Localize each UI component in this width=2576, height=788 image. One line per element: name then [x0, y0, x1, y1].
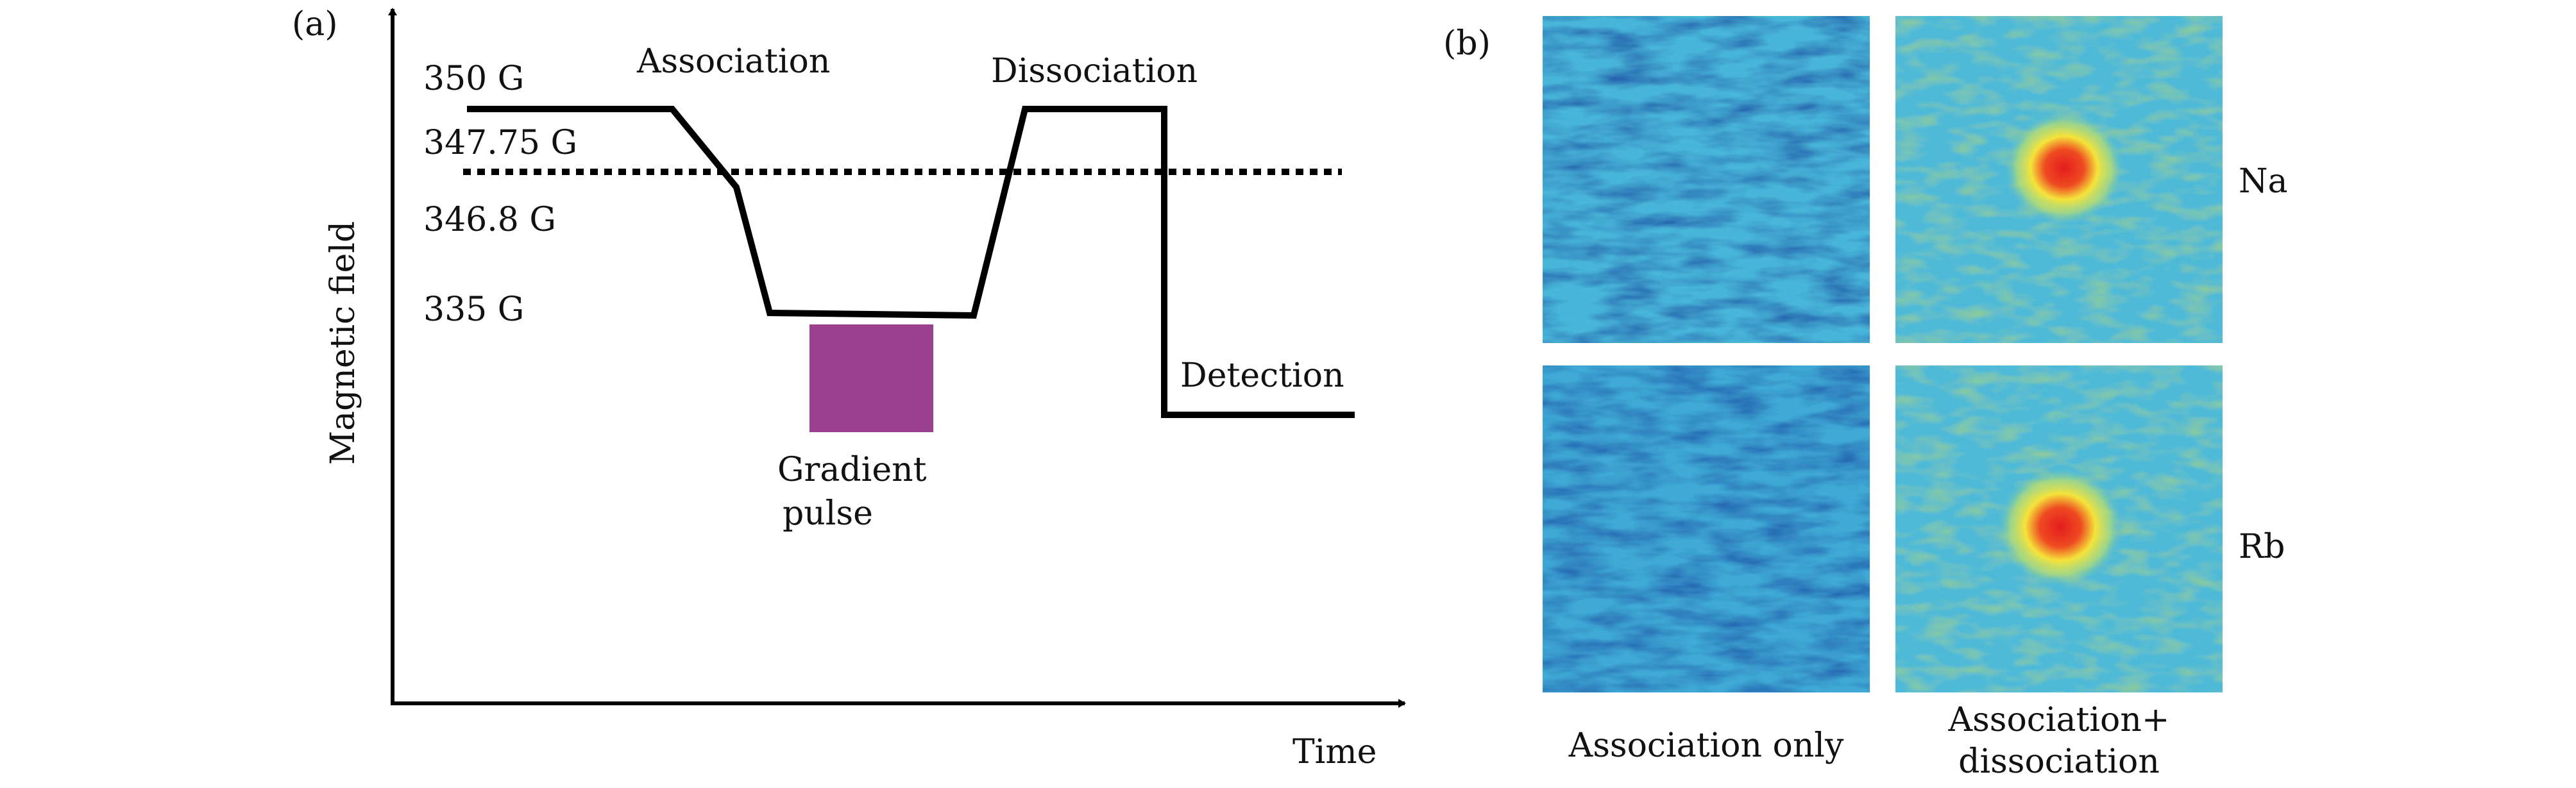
x-axis-label: Time — [1292, 733, 1377, 771]
column-label-association-dissociation-line1: Association+ — [1948, 701, 2170, 739]
y-axis-label: Magnetic field — [324, 221, 362, 465]
gradient-pulse-block — [809, 324, 933, 432]
image-rb-association-only — [1543, 365, 1870, 692]
row-label-rb: Rb — [2239, 528, 2285, 566]
panel-a-tag: (a) — [292, 5, 338, 44]
row-label-na: Na — [2239, 162, 2288, 201]
gradient-pulse-label-line2: pulse — [783, 494, 873, 533]
level-label-350: 350 G — [423, 60, 524, 98]
image-na-association-only — [1543, 16, 1870, 343]
detection-label: Detection — [1180, 356, 1344, 395]
dissociation-label: Dissociation — [991, 52, 1198, 90]
level-label-335: 335 G — [423, 290, 524, 329]
panel-b-tag: (b) — [1443, 24, 1491, 63]
field-sequence-line — [467, 106, 1355, 418]
level-label-346-8: 346.8 G — [423, 201, 556, 239]
association-label: Association — [636, 42, 830, 81]
column-label-association-only: Association only — [1568, 726, 1844, 765]
na-molecule-peak — [2003, 110, 2125, 226]
rb-molecule-peak — [1996, 466, 2124, 588]
gradient-pulse-label-line1: Gradient — [777, 451, 927, 489]
level-label-347-75: 347.75 G — [423, 124, 577, 162]
column-label-association-dissociation-line2: dissociation — [1958, 742, 2160, 781]
image-grid — [1543, 16, 2223, 692]
